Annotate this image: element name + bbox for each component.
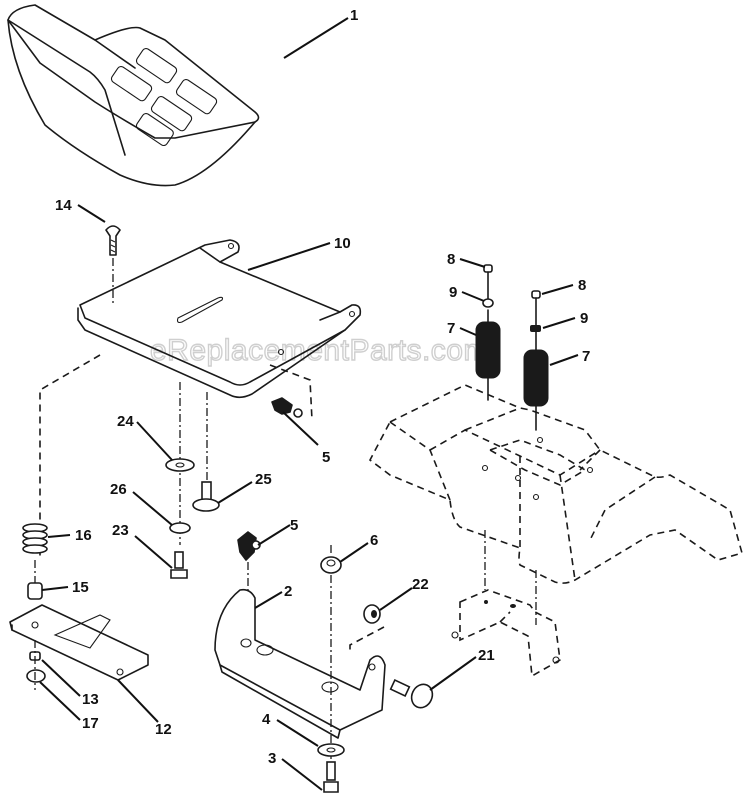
- callout-25[interactable]: 25: [255, 471, 272, 488]
- clip-upper-part[interactable]: [271, 397, 303, 418]
- spring-7b-part[interactable]: [523, 349, 549, 407]
- spring-16-part[interactable]: [22, 523, 48, 554]
- washer-9a-part[interactable]: [482, 298, 494, 308]
- callout-7a[interactable]: 7: [447, 320, 455, 337]
- callout-1[interactable]: 1: [350, 7, 358, 24]
- bolt-23-part[interactable]: [170, 551, 188, 579]
- callout-14[interactable]: 14: [55, 197, 72, 214]
- lock-nut-6-part[interactable]: [320, 556, 342, 574]
- clip-lower-part[interactable]: [237, 531, 261, 561]
- callout-9a[interactable]: 9: [449, 284, 457, 301]
- washer-9b-part[interactable]: [530, 325, 541, 332]
- callout-5b[interactable]: 5: [290, 517, 298, 534]
- frame-phantom: [368, 384, 743, 584]
- callout-10[interactable]: 10: [334, 235, 351, 252]
- seat-pan-part[interactable]: [77, 239, 362, 399]
- callout-4[interactable]: 4: [262, 711, 271, 728]
- callout-17[interactable]: 17: [82, 715, 99, 732]
- knob-part[interactable]: [105, 225, 121, 256]
- washer-24-part[interactable]: [165, 458, 195, 472]
- callout-9b[interactable]: 9: [580, 310, 588, 327]
- watermark: eReplacementParts.com: [150, 334, 489, 367]
- nut-22-part[interactable]: [363, 604, 381, 624]
- washer-4-part[interactable]: [317, 743, 345, 757]
- lower-bracket-phantom: [451, 589, 561, 678]
- callout-3[interactable]: 3: [268, 750, 276, 767]
- bracket-2-part[interactable]: [214, 588, 386, 739]
- callout-23[interactable]: 23: [112, 522, 129, 539]
- callout-21[interactable]: 21: [478, 647, 495, 664]
- callout-13[interactable]: 13: [82, 691, 99, 708]
- bolt-8b-part[interactable]: [531, 290, 541, 326]
- callout-6[interactable]: 6: [370, 532, 378, 549]
- washer-17-part[interactable]: [26, 669, 46, 683]
- callout-15[interactable]: 15: [72, 579, 89, 596]
- spacer-15-part[interactable]: [27, 582, 43, 600]
- shoulder-bolt-25-part[interactable]: [192, 481, 220, 512]
- callout-7b[interactable]: 7: [582, 348, 590, 365]
- bolt-3-part[interactable]: [323, 761, 339, 793]
- lock-washer-26-part[interactable]: [169, 522, 191, 534]
- shoulder-bolt-21-part[interactable]: [389, 679, 436, 711]
- slide-bracket-12-part[interactable]: [9, 604, 149, 681]
- callout-22[interactable]: 22: [412, 576, 429, 593]
- callout-26[interactable]: 26: [110, 481, 127, 498]
- callout-5a[interactable]: 5: [322, 449, 330, 466]
- callout-2[interactable]: 2: [284, 583, 292, 600]
- bolt-8a-part[interactable]: [483, 264, 493, 301]
- callout-8a[interactable]: 8: [447, 251, 455, 268]
- spring-7a-part[interactable]: [475, 321, 501, 379]
- callout-12[interactable]: 12: [155, 721, 172, 738]
- callout-8b[interactable]: 8: [578, 277, 586, 294]
- callout-16[interactable]: 16: [75, 527, 92, 544]
- callout-24[interactable]: 24: [117, 413, 134, 430]
- seat-part[interactable]: [7, 4, 260, 187]
